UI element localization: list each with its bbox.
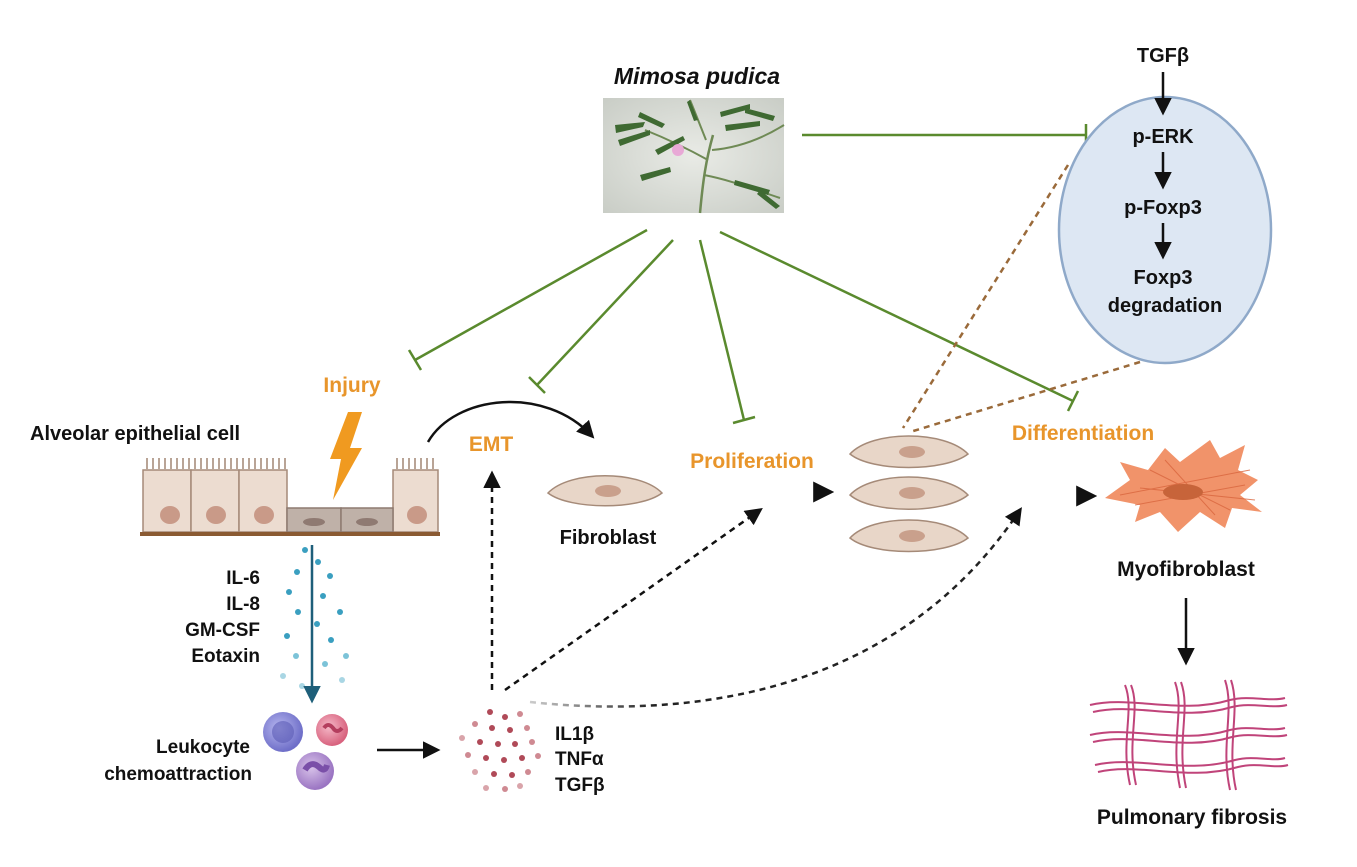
leukocyte-label-line1: Leukocyte <box>156 737 250 758</box>
inhibition-lines <box>407 124 1088 425</box>
inhibit-differentiation-line <box>719 230 1074 403</box>
pathway-perk: p-ERK <box>1132 126 1194 148</box>
pulmonary-fibrosis-label: Pulmonary fibrosis <box>1097 806 1287 829</box>
plant-title: Mimosa pudica <box>614 63 780 89</box>
cytokine-to-differentiation-arrow <box>529 507 1022 708</box>
lightning-icon <box>330 412 362 500</box>
cytokine-effect-arrows <box>483 470 1022 708</box>
signaling-ellipse <box>1057 95 1273 365</box>
cytokine-eotaxin: Eotaxin <box>191 646 260 667</box>
pathway-tgfb: TGFβ <box>1137 45 1189 67</box>
injury-label: Injury <box>323 374 380 397</box>
pathway-foxp3: Foxp3 <box>1134 267 1193 289</box>
emt-arrow <box>426 400 595 443</box>
differentiation-label: Differentiation <box>1012 422 1154 445</box>
cytokine-il1b: IL1β <box>555 724 594 745</box>
inhibit-emt-line <box>536 239 674 386</box>
leukocyte-cells-icon <box>263 712 348 790</box>
inhibit-proliferation-line <box>698 239 746 421</box>
fibroblast-cell <box>546 475 664 507</box>
emt-label: EMT <box>469 433 514 456</box>
leukocyte-label-line2: chemoattraction <box>104 764 252 785</box>
pathway-degradation: degradation <box>1108 295 1222 317</box>
alveolar-epithelium <box>140 458 440 536</box>
myofibroblast-label: Myofibroblast <box>1117 558 1255 581</box>
proliferating-fibroblasts <box>848 435 970 553</box>
pathway-pfoxp3: p-Foxp3 <box>1124 197 1202 219</box>
inhibit-injury-line <box>414 228 648 362</box>
proliferation-label: Proliferation <box>690 450 814 473</box>
inflammatory-cytokine-dots <box>459 709 541 792</box>
foxp3-link-lines <box>901 164 1141 434</box>
fibroblast-label: Fibroblast <box>560 527 657 549</box>
cytokine-il8: IL-8 <box>226 594 260 615</box>
alveolar-label: Alveolar epithelial cell <box>30 423 240 445</box>
cytokine-release-dots <box>280 547 349 689</box>
mimosa-plant-photo <box>603 98 785 214</box>
cytokine-to-proliferation-arrow <box>504 507 763 692</box>
myofibroblast-cell <box>1105 440 1262 532</box>
fibrosis-mesh-icon <box>1089 679 1289 791</box>
inflammatory-cytokine-list: IL1β TNFα TGFβ <box>555 724 605 796</box>
cytokine-gmcsf: GM-CSF <box>185 620 260 641</box>
cytokine-tnfa: TNFα <box>555 749 604 770</box>
epithelial-cytokine-list: IL-6 IL-8 GM-CSF Eotaxin <box>185 568 260 667</box>
cytokine-il6: IL-6 <box>226 568 260 589</box>
cytokine-tgfb: TGFβ <box>555 775 605 796</box>
